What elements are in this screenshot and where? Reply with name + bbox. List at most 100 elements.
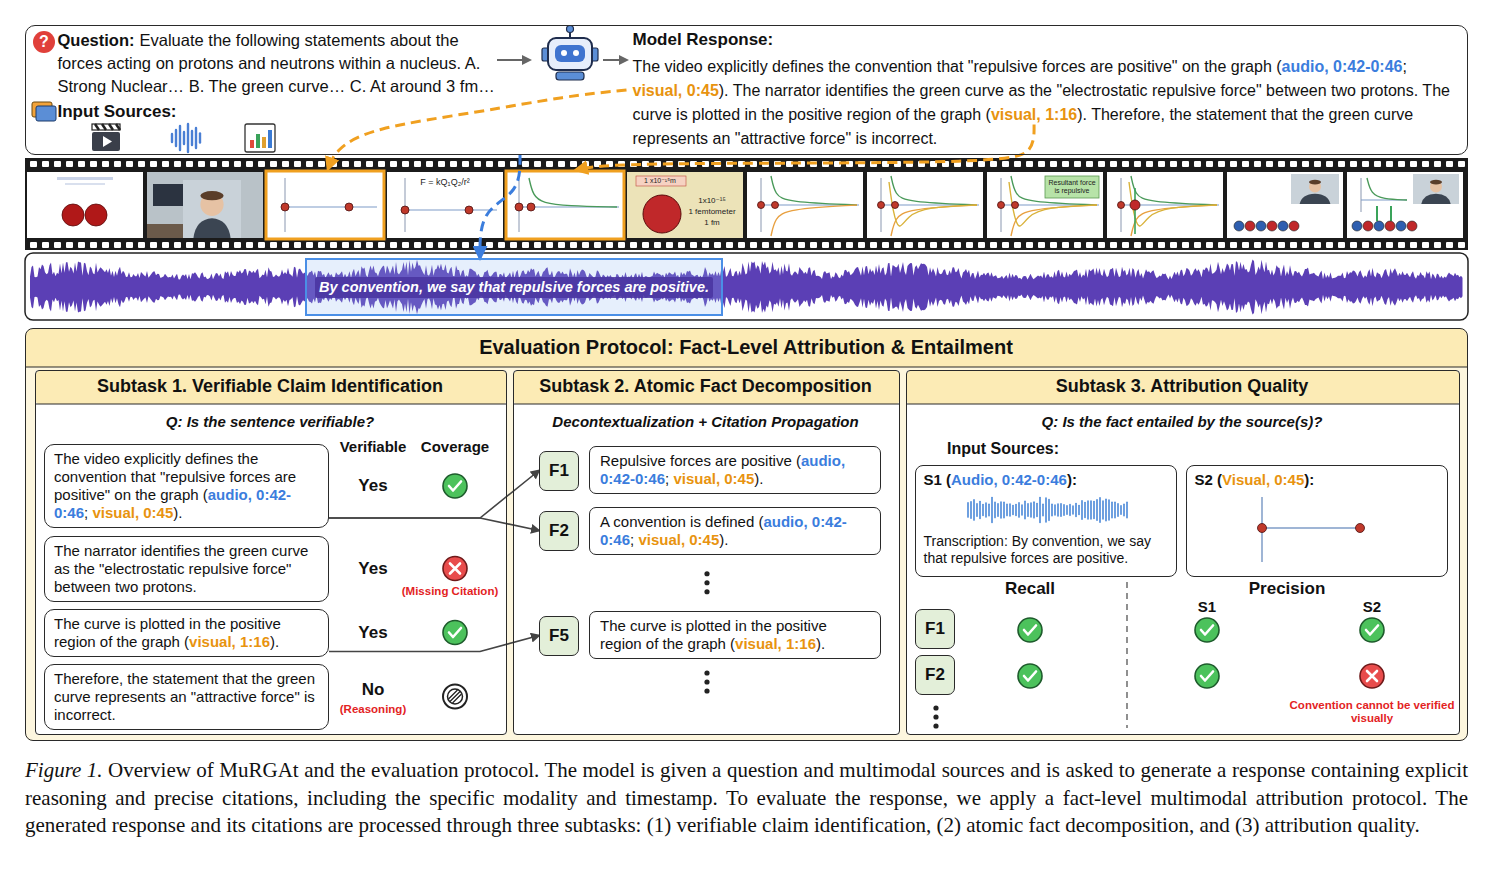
label-frame: Convention cannot be verified visually (1287, 699, 1457, 725)
charge-dot (515, 203, 523, 211)
wave-icon-bar (179, 126, 181, 150)
sprocket-hole (1182, 242, 1189, 248)
sprocket-hole (270, 242, 277, 248)
text-run: A convention is defined ( (600, 513, 763, 530)
video-frame (27, 172, 143, 238)
label-frame: 1 fm (704, 218, 720, 227)
question-icon (33, 31, 55, 53)
clapper-top (92, 124, 120, 130)
sprocket-hole (1062, 161, 1069, 167)
sprocket-hole (90, 242, 97, 248)
source-fill (916, 466, 1178, 578)
text-run: ). (754, 470, 763, 487)
sprocket-hole (342, 161, 349, 167)
source-waveform-bar (1045, 498, 1047, 522)
text-run: Subtask 2. Atomic Fact Decomposition (539, 376, 871, 396)
sprocket-hole (1098, 242, 1105, 248)
source-box: S1 (Audio, 0:42-0:46):Transcription: By … (915, 465, 1177, 577)
sprocket-hole (618, 242, 625, 248)
caption: Figure 1. Overview of MuRGAt and the eva… (25, 757, 1468, 840)
label-frame: Coverage (421, 438, 489, 456)
sprocket-hole (342, 242, 349, 248)
source-waveform-bar (1105, 499, 1107, 520)
sprocket-hole (1434, 161, 1441, 167)
video-person-bg (183, 180, 241, 238)
cross-icon (443, 557, 467, 581)
sprocket-hole (1194, 161, 1201, 167)
force-curve (529, 178, 617, 207)
sprocket-hole (354, 242, 361, 248)
subtask-fill (906, 370, 1460, 735)
node-text: F2 (549, 521, 569, 541)
sprocket-hole (690, 242, 697, 248)
sprocket-hole (1026, 242, 1033, 248)
source-waveform-bar (967, 503, 969, 517)
sprocket-hole (66, 242, 73, 248)
citation: Visual, 0:45 (1222, 471, 1304, 488)
wave-icon-bar (191, 131, 193, 145)
sprocket-hole (1086, 242, 1093, 248)
ellipsis-dot (704, 679, 709, 684)
source-waveform-bar (1072, 506, 1074, 514)
sprocket-hole (162, 161, 169, 167)
charge-dot (401, 206, 409, 214)
source-box: S2 (Visual, 0:45): (1186, 465, 1448, 577)
text-run: Input Sources: (947, 440, 1059, 457)
column-header: Verifiable (340, 438, 407, 456)
sprocket-hole (246, 242, 253, 248)
citation: Audio, 0:42-0:46 (951, 471, 1067, 488)
sprocket-hole (90, 161, 97, 167)
sprocket-hole (1446, 161, 1453, 167)
source-waveform-bar (1039, 498, 1041, 523)
citation: visual, 1:16 (189, 633, 270, 650)
video-frame (1227, 172, 1343, 238)
node-text: Decontextualization + Citation Propagati… (512, 412, 899, 431)
sprocket-hole (1038, 242, 1045, 248)
nucleon-ball (1352, 221, 1362, 231)
text-frame: Input Sources: (58, 101, 258, 123)
sprocket-hole (738, 242, 745, 248)
sprocket-hole (378, 242, 385, 248)
charge-dot (1012, 202, 1019, 209)
label-frame: Yes (358, 623, 387, 643)
sprocket-hole (1374, 161, 1381, 167)
sprocket-hole (906, 242, 913, 248)
check-mark (1024, 626, 1036, 635)
sprocket-hole (318, 161, 325, 167)
source-waveform-bar (1006, 504, 1008, 515)
sprocket-hole (558, 242, 565, 248)
sprocket-hole (498, 242, 505, 248)
source-waveform-bar (1030, 503, 1032, 517)
subtask-box: Subtask 3. Attribution QualityQ: Is the … (906, 370, 1460, 735)
sprocket-hole (366, 161, 373, 167)
nucleon-ball (1407, 221, 1417, 231)
sprocket-hole (282, 242, 289, 248)
video-bg (147, 172, 263, 238)
sprocket-hole (1386, 161, 1393, 167)
label-frame: Resultant force is repulsive (1046, 179, 1098, 195)
column-header: Coverage (421, 438, 489, 456)
decomposition-arrow (329, 471, 539, 519)
text-frame: S1 (Audio, 0:42-0:46): (924, 471, 1172, 489)
clapper-stripe (109, 124, 113, 130)
video-frame (507, 172, 623, 238)
label-frame: Verifiable (340, 438, 407, 456)
sprocket-hole (354, 161, 361, 167)
text-run: ; (630, 531, 638, 548)
film-strip (25, 158, 1468, 250)
source-waveform-bar (997, 504, 999, 516)
text-run: F5 (549, 626, 569, 645)
nucleon-ball (85, 204, 107, 226)
text-run: The narrator identifies the green curve … (54, 542, 308, 595)
citation: visual, 1:16 (735, 635, 816, 652)
sprocket-hole (582, 161, 589, 167)
sprocket-hole (54, 242, 61, 248)
sprocket-hole (294, 161, 301, 167)
sprocket-hole (1182, 161, 1189, 167)
subtask-header-band (514, 371, 899, 404)
text-frame: The video explicitly defines the convent… (633, 55, 1459, 151)
sprocket-hole (1266, 161, 1273, 167)
sprocket-hole (222, 242, 229, 248)
audio-track (25, 253, 1468, 320)
node-text: Evaluation Protocol: Fact-Level Attribut… (25, 335, 1468, 359)
